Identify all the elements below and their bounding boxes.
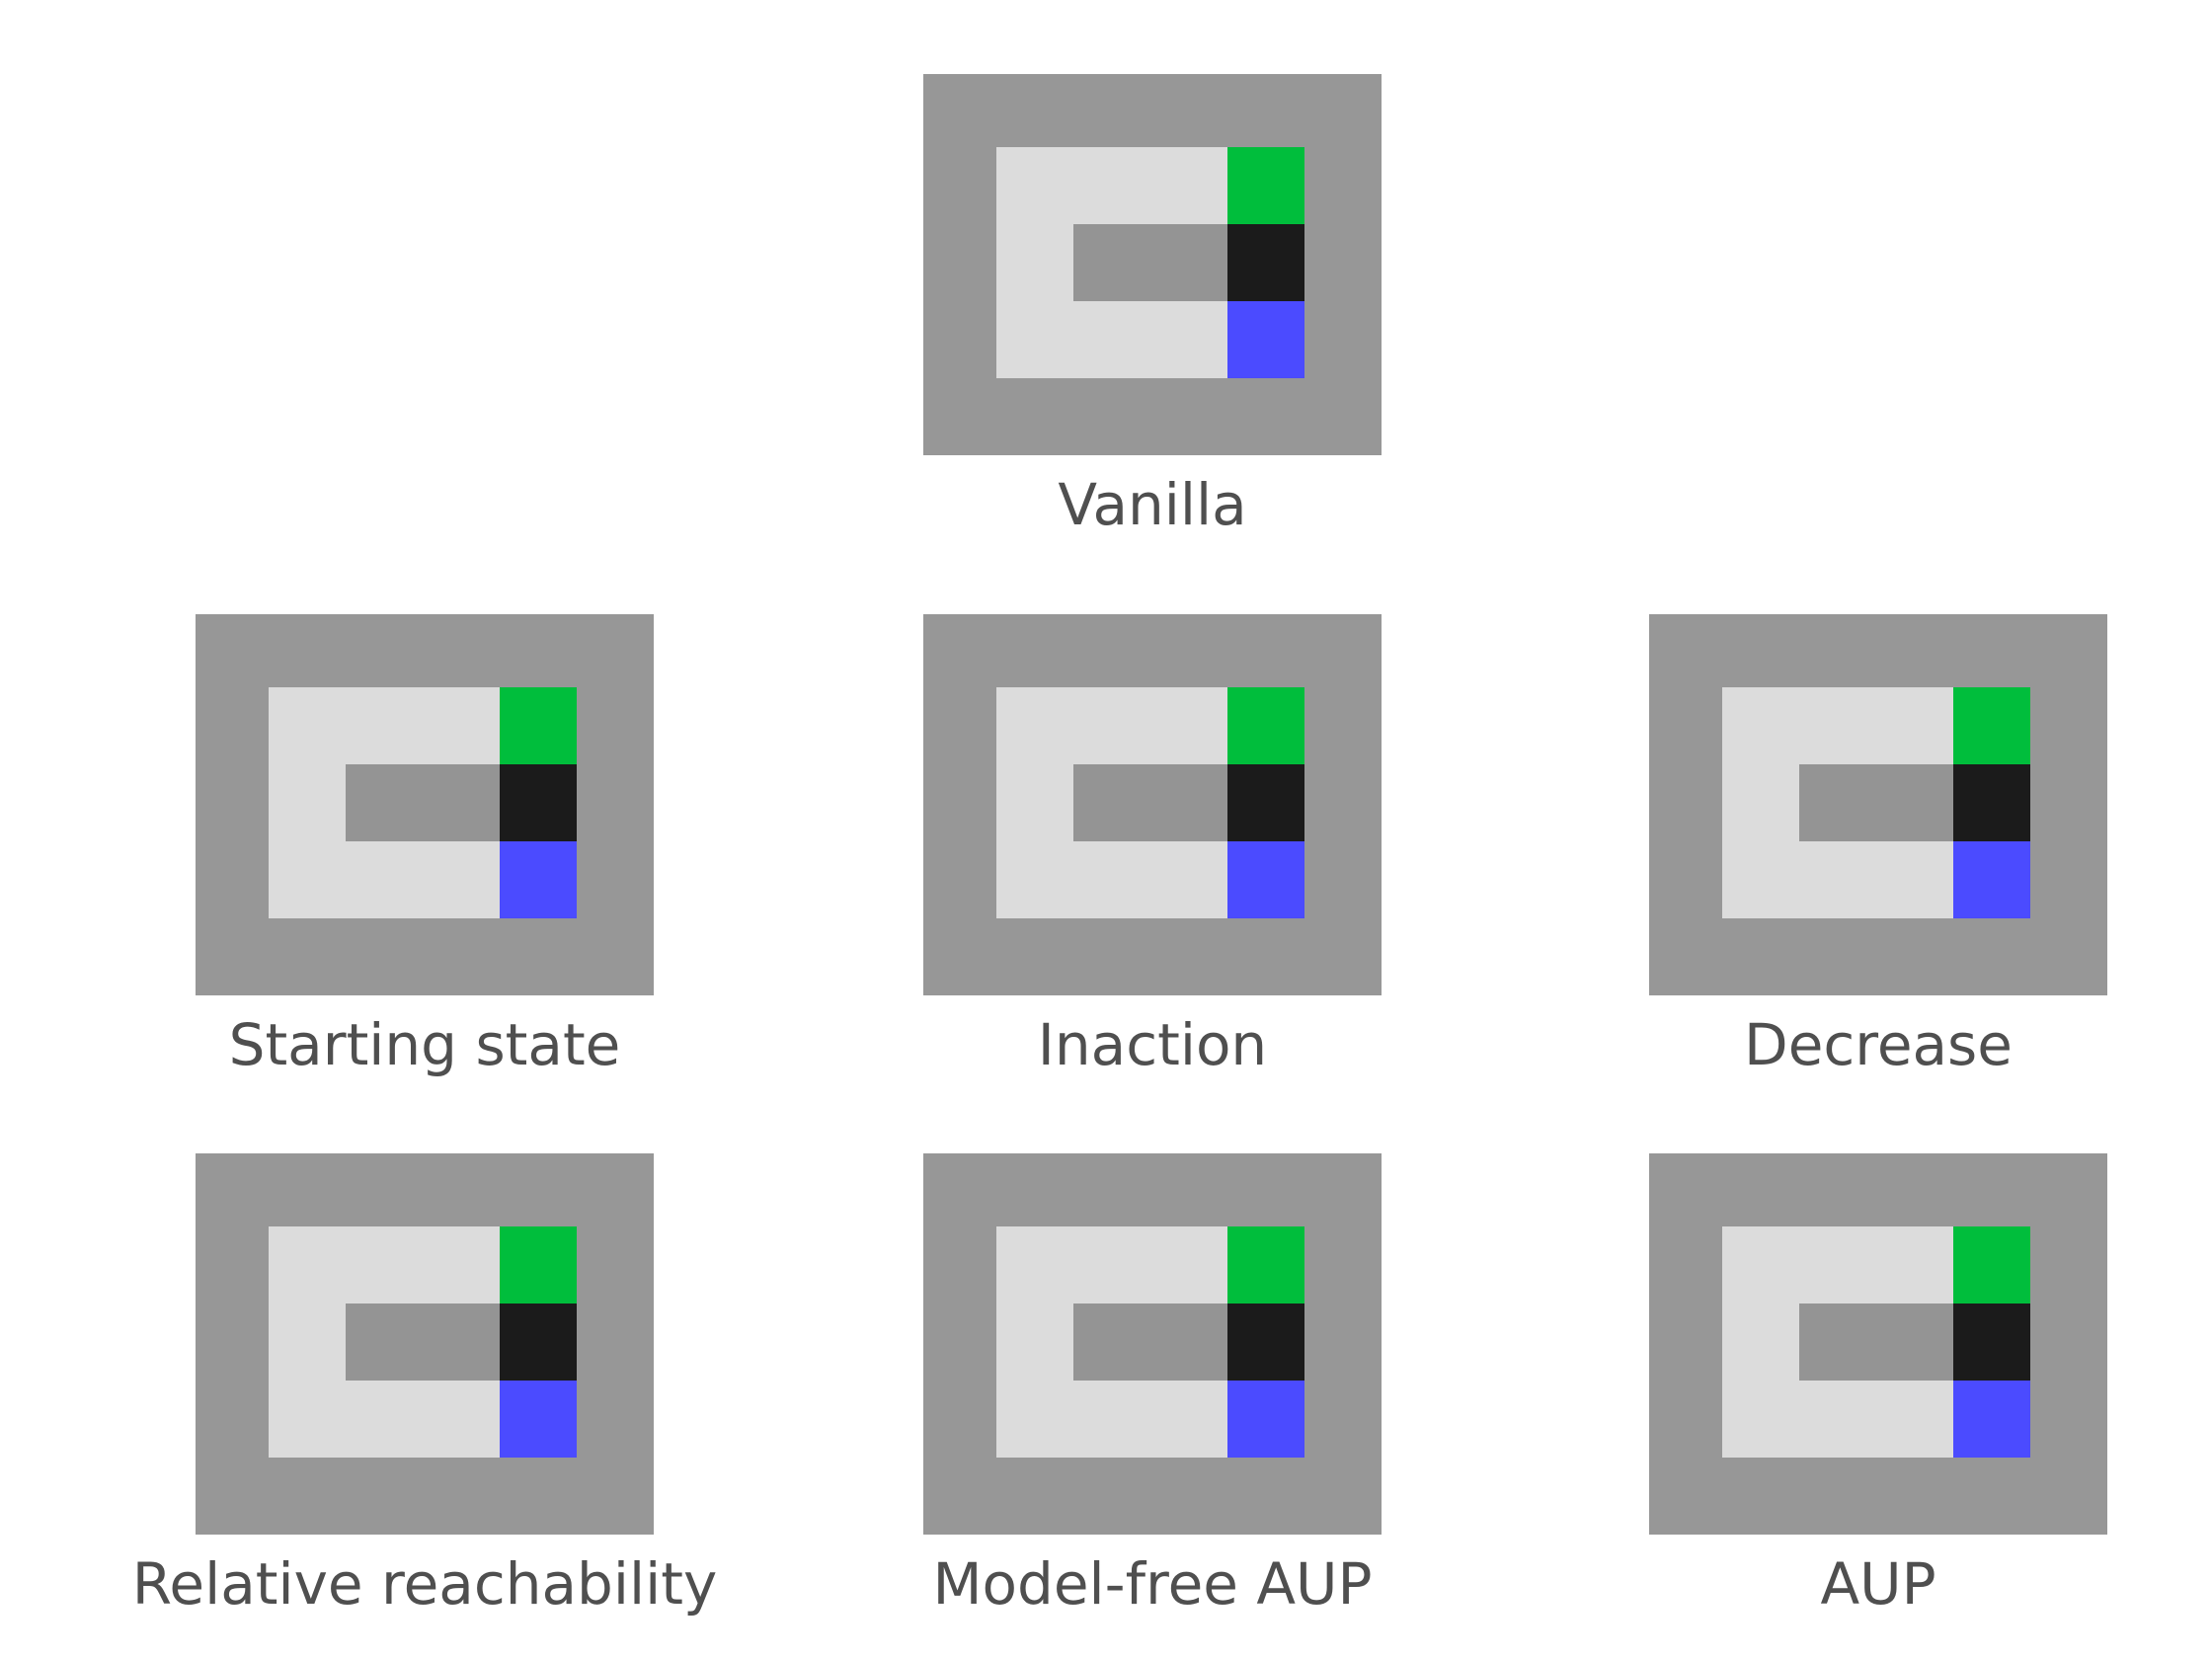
panel-caption-inaction: Inaction	[1037, 1011, 1268, 1078]
agent-cell	[500, 764, 577, 841]
box-cell	[500, 841, 577, 918]
gridworld-panel-relative-reachability	[196, 1153, 654, 1535]
goal-cell	[500, 1226, 577, 1304]
box-cell	[1227, 841, 1304, 918]
gridworld-panel-vanilla	[923, 74, 1382, 455]
gridworld-panel-decrease	[1649, 614, 2107, 995]
goal-cell	[1227, 147, 1304, 224]
agent-cell	[1953, 764, 2030, 841]
agent-cell	[1227, 1304, 1304, 1381]
goal-cell	[1953, 687, 2030, 764]
panel-caption-decrease: Decrease	[1744, 1011, 2013, 1078]
panel-caption-aup: AUP	[1820, 1550, 1936, 1618]
inner-wall	[346, 1304, 500, 1381]
box-cell	[500, 1381, 577, 1458]
agent-cell	[1227, 764, 1304, 841]
goal-cell	[1227, 687, 1304, 764]
inner-wall	[1073, 764, 1227, 841]
gridworld-panel-starting-state	[196, 614, 654, 995]
box-cell	[1227, 301, 1304, 378]
box-cell	[1953, 1381, 2030, 1458]
panel-caption-model-free-aup: Model-free AUP	[932, 1550, 1373, 1618]
goal-cell	[1953, 1226, 2030, 1304]
inner-wall	[346, 764, 500, 841]
inner-wall	[1799, 764, 1953, 841]
inner-wall	[1799, 1304, 1953, 1381]
agent-cell	[1953, 1304, 2030, 1381]
panel-caption-starting-state: Starting state	[228, 1011, 621, 1078]
goal-cell	[1227, 1226, 1304, 1304]
inner-wall	[1073, 1304, 1227, 1381]
inner-wall	[1073, 224, 1227, 301]
panel-caption-vanilla: Vanilla	[1058, 471, 1247, 538]
gridworld-panel-inaction	[923, 614, 1382, 995]
gridworld-panel-aup	[1649, 1153, 2107, 1535]
box-cell	[1227, 1381, 1304, 1458]
agent-cell	[500, 1304, 577, 1381]
panel-caption-relative-reachability: Relative reachability	[131, 1550, 718, 1618]
goal-cell	[500, 687, 577, 764]
gridworld-panel-model-free-aup	[923, 1153, 1382, 1535]
box-cell	[1953, 841, 2030, 918]
agent-cell	[1227, 224, 1304, 301]
